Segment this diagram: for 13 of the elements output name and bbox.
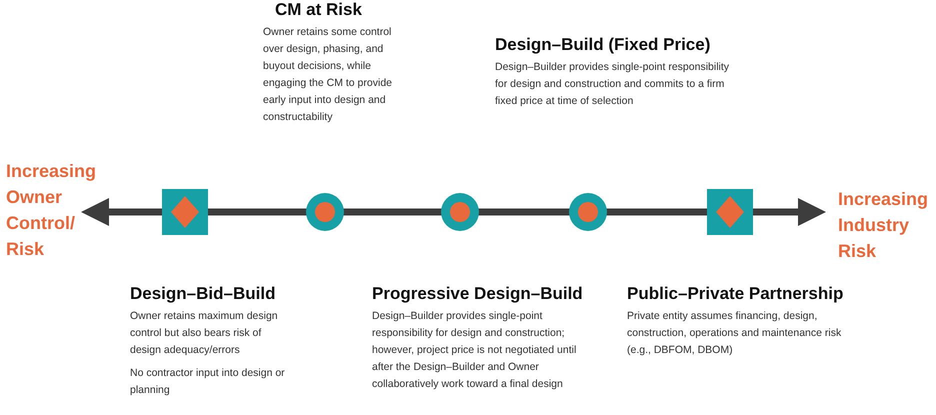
method-heading: Public–Private Partnership (627, 284, 844, 304)
method-description: Design–Builder provides single-point responsibility for design and construction; however, project price is not negotiated until after the Design–Builder and Owner collaboratively work toward a final design (372, 309, 578, 392)
method-description: Owner retains some control over design, phasing, and buyout decisions, while engaging the CM to provide early input into design and constructability (263, 25, 393, 125)
method-description: Design–Builder provides single-point responsibility for design and construction and commits to a firm fixed price at time of selection (495, 60, 730, 109)
axis-end-label: Increasing Owner Control/ Risk (6, 160, 96, 261)
method-description: Owner retains maximum design control but also bears risk of design adequacy/errors (130, 309, 279, 358)
method-heading: Design–Build (Fixed Price) (495, 35, 710, 55)
method-heading: Progressive Design–Build (372, 284, 583, 304)
method-heading: CM at Risk (275, 0, 362, 20)
method-description: No contractor input into design or planning (130, 366, 286, 398)
method-heading: Design–Bid–Build (130, 284, 276, 304)
axis-end-label: Increasing Industry Risk (838, 188, 930, 263)
method-description: Private entity assumes financing, design, construction, operations and maintenance risk (e.g., DBFOM, DBOM) (627, 309, 842, 358)
